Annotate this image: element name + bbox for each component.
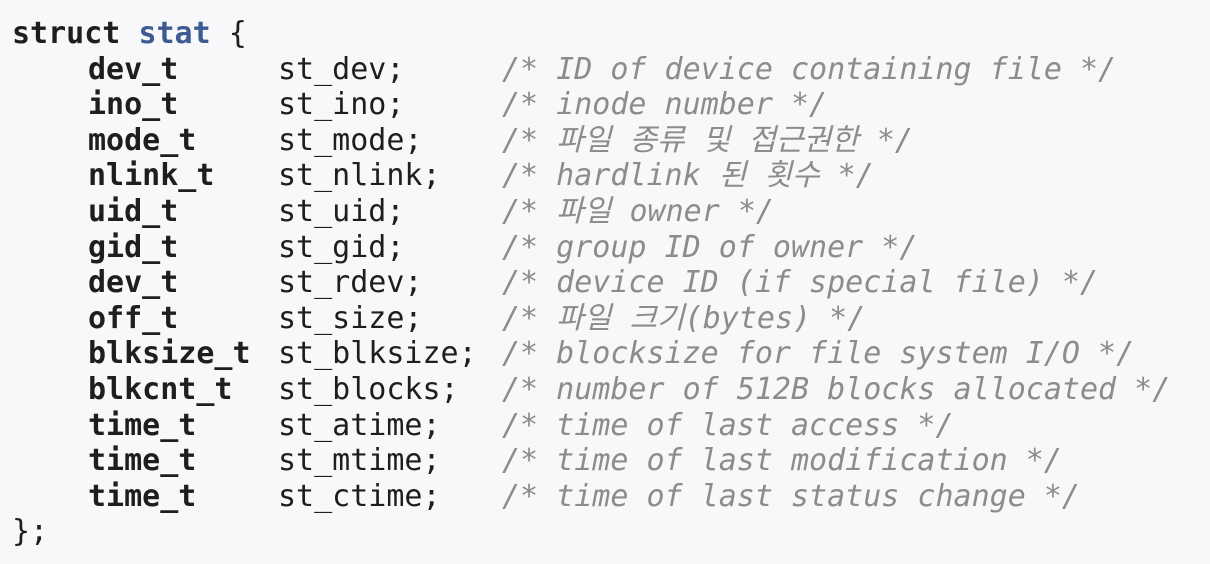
close-brace: }; — [12, 514, 49, 550]
field-name: st_nlink; — [278, 158, 441, 194]
field-line: mode_t st_mode; /* 파일 종류 및 접근권한 */ — [12, 123, 1170, 159]
struct-name: stat — [138, 16, 211, 51]
field-comment: /* 파일 크기(bytes) */ — [502, 300, 866, 336]
field-line: dev_t st_rdev; /* device ID (if special fi… — [12, 265, 1170, 301]
field-comment: /* time of last status change */ — [502, 478, 1080, 514]
field-type: ino_t — [88, 87, 179, 123]
struct-keyword: struct — [12, 16, 121, 51]
field-line: blkcnt_t st_blocks; /* number of 512B bloc… — [12, 372, 1170, 408]
field-name: st_blksize; — [278, 336, 477, 372]
field-type: uid_t — [88, 193, 179, 229]
field-type: off_t — [88, 300, 179, 336]
field-line: time_t st_ctime; /* time of last status ch… — [12, 479, 1170, 515]
code-block: struct stat { dev_t st_dev; /* ID of devic… — [12, 16, 1170, 550]
open-brace: { — [228, 16, 247, 51]
field-line: off_t st_size; /* 파일 크기(bytes) */ — [12, 301, 1170, 337]
field-comment: /* 파일 owner */ — [502, 193, 774, 229]
field-name: st_ctime; — [278, 478, 441, 514]
field-line: nlink_t st_nlink; /* hardlink 된 횟수 */ — [12, 158, 1170, 194]
field-line: dev_t st_dev; /* ID of device containing f… — [12, 52, 1170, 88]
field-line: gid_t st_gid; /* group ID of owner */ — [12, 230, 1170, 266]
field-comment: /* blocksize for file system I/O */ — [502, 336, 1135, 372]
field-name: st_gid; — [278, 229, 405, 265]
field-type: dev_t — [88, 51, 179, 87]
field-type: blksize_t — [88, 336, 251, 372]
field-comment: /* number of 512B blocks allocated */ — [502, 371, 1171, 407]
field-type: time_t — [88, 478, 197, 514]
field-type: mode_t — [88, 122, 197, 158]
field-name: st_blocks; — [278, 371, 459, 407]
field-name: st_uid; — [278, 193, 405, 229]
field-line: ino_t st_ino; /* inode number */ — [12, 87, 1170, 123]
field-comment: /* inode number */ — [502, 87, 828, 123]
field-line: blksize_t st_blksize; /* blocksize for fil… — [12, 336, 1170, 372]
field-name: st_size; — [278, 300, 423, 336]
field-comment: /* time of last modification */ — [502, 443, 1062, 479]
field-line: uid_t st_uid; /* 파일 owner */ — [12, 194, 1170, 230]
field-name: st_mtime; — [278, 443, 441, 479]
field-comment: /* ID of device containing file */ — [502, 51, 1117, 87]
struct-header-line: struct stat { — [12, 16, 1170, 52]
field-line: time_t st_atime; /* time of last access */ — [12, 408, 1170, 444]
field-type: blkcnt_t — [88, 371, 233, 407]
field-type: gid_t — [88, 229, 179, 265]
field-comment: /* 파일 종류 및 접근권한 */ — [502, 122, 913, 158]
field-type: time_t — [88, 407, 197, 443]
field-type: time_t — [88, 443, 197, 479]
field-name: st_atime; — [278, 407, 441, 443]
field-comment: /* group ID of owner */ — [502, 229, 918, 265]
struct-close-line: }; — [12, 514, 1170, 550]
field-comment: /* time of last access */ — [502, 407, 954, 443]
field-comment: /* device ID (if special file) */ — [502, 265, 1099, 301]
field-type: nlink_t — [88, 158, 215, 194]
field-line: time_t st_mtime; /* time of last modificat… — [12, 443, 1170, 479]
field-name: st_dev; — [278, 51, 405, 87]
field-type: dev_t — [88, 265, 179, 301]
field-comment: /* hardlink 된 횟수 */ — [502, 158, 874, 194]
field-name: st_rdev; — [278, 265, 423, 301]
field-name: st_mode; — [278, 122, 423, 158]
field-name: st_ino; — [278, 87, 405, 123]
